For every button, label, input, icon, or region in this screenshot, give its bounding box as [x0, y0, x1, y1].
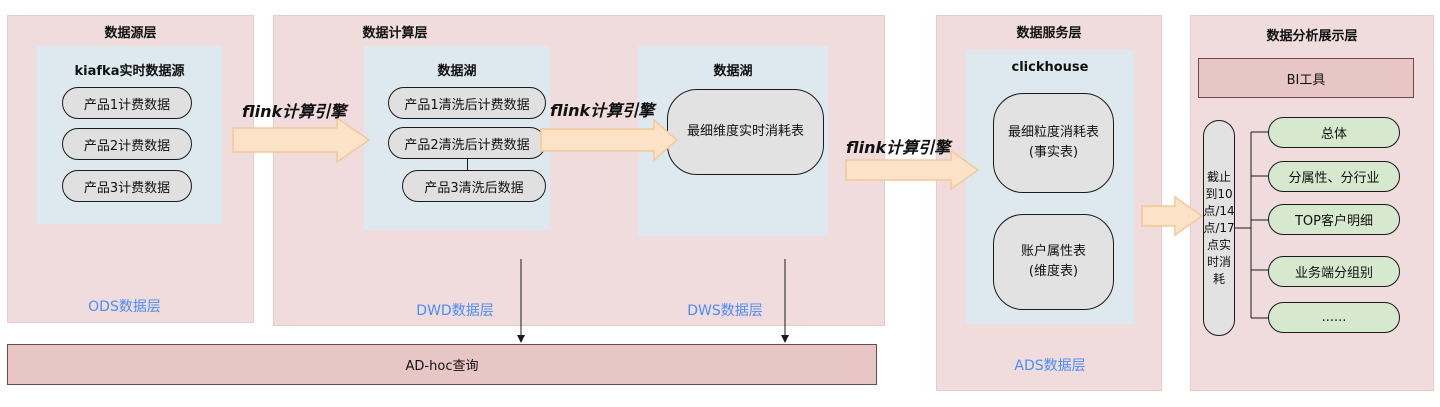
- ods-layer-label: ODS数据层: [88, 299, 161, 315]
- display-items-bracket: [1235, 131, 1269, 319]
- finest-realtime-consumption-table: 最细维度实时消耗表: [667, 89, 824, 175]
- product2-billing-data: 产品2计费数据: [62, 128, 192, 160]
- dimension-table: 账户属性表 (维度表): [993, 214, 1114, 310]
- display-item-more: ......: [1268, 302, 1400, 333]
- service-layer-title: 数据服务层: [1016, 26, 1082, 41]
- product3-cleaned-data: 产品3清洗后数据: [402, 170, 546, 202]
- flink-engine-label-2: flink计算引擎: [550, 101, 655, 120]
- flow-arrow-dws-to-ads: [845, 149, 980, 191]
- dwd-to-adhoc-arrow: [517, 259, 525, 343]
- product2-cleaned-data: 产品2清洗后计费数据: [388, 127, 546, 159]
- dwd-lake-title: 数据湖: [437, 64, 477, 79]
- product1-cleaned-data: 产品1清洗后计费数据: [388, 87, 546, 119]
- display-layer-title: 数据分析展示层: [1266, 29, 1358, 44]
- display-item-by-attribute-industry: 分属性、分行业: [1268, 161, 1400, 192]
- display-item-overall: 总体: [1268, 117, 1400, 148]
- flink-engine-label-3: flink计算引擎: [846, 138, 951, 157]
- display-item-business-groups: 业务端分组别: [1268, 256, 1400, 287]
- compute-layer-title: 数据计算层: [362, 26, 428, 41]
- ods-layer-title: 数据源层: [104, 26, 157, 41]
- fact-table: 最细粒度消耗表 (事实表): [993, 93, 1114, 193]
- dws-layer-label: DWS数据层: [687, 303, 763, 319]
- ads-layer-label: ADS数据层: [1014, 358, 1086, 374]
- product3-billing-data: 产品3计费数据: [62, 170, 192, 202]
- flow-arrow-dwd-to-dws: [540, 118, 679, 162]
- dws-lake-title: 数据湖: [713, 64, 753, 79]
- kafka-source-title: kiafka实时数据源: [74, 64, 185, 79]
- cutoff-realtime-label: 截止 到10 点/14 点/17 点实 时消 耗: [1203, 120, 1235, 336]
- flow-arrow-ads-to-display: [1141, 195, 1204, 237]
- dwd-connector-line: [467, 159, 468, 170]
- adhoc-query-bar: AD-hoc查询: [7, 344, 877, 385]
- clickhouse-title: clickhouse: [1011, 60, 1089, 75]
- flink-engine-label-1: flink计算引擎: [242, 102, 347, 121]
- bi-tool-box: BI工具: [1198, 58, 1414, 98]
- display-item-top-customers: TOP客户明细: [1268, 204, 1400, 235]
- flow-arrow-ods-to-dwd: [232, 116, 371, 164]
- dwd-layer-label: DWD数据层: [416, 303, 494, 319]
- product1-billing-data: 产品1计费数据: [62, 87, 192, 119]
- dws-to-adhoc-arrow: [781, 259, 789, 343]
